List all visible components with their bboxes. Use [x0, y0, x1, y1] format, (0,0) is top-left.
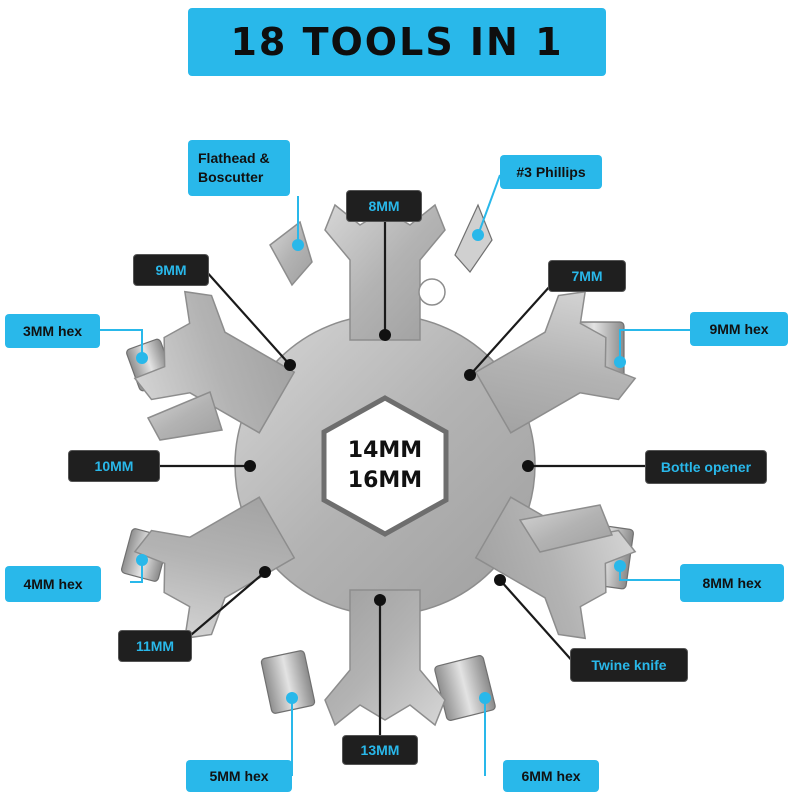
label-7mm: 7MM: [548, 260, 626, 292]
label-flathead-boscutter: Flathead & Boscutter: [188, 140, 290, 196]
label-9mm: 9MM: [133, 254, 209, 286]
label-9mm-hex: 9MM hex: [690, 312, 788, 346]
center-label-16mm: 16MM: [347, 468, 423, 493]
center-label-14mm: 14MM: [347, 438, 423, 463]
label-8mm: 8MM: [346, 190, 422, 222]
page-title: 18 TOOLS IN 1: [188, 8, 606, 76]
label-6mm-hex: 6MM hex: [503, 760, 599, 792]
label-phillips: #3 Phillips: [500, 155, 602, 189]
pointer-dots: [244, 329, 534, 606]
label-5mm-hex: 5MM hex: [186, 760, 292, 792]
label-11mm: 11MM: [118, 630, 192, 662]
label-3mm-hex: 3MM hex: [5, 314, 100, 348]
label-8mm-hex: 8MM hex: [680, 564, 784, 602]
label-bottle-opener: Bottle opener: [645, 450, 767, 484]
label-twine-knife: Twine knife: [570, 648, 688, 682]
label-13mm: 13MM: [342, 735, 418, 765]
center-hex-cutout: [321, 395, 449, 537]
label-4mm-hex: 4MM hex: [5, 566, 101, 602]
pointer-lines-blue: [100, 174, 690, 776]
center-hex-label: 14MM 16MM: [330, 436, 440, 496]
label-10mm: 10MM: [68, 450, 160, 482]
pointer-dots-blue: [136, 229, 626, 704]
pointer-lines: [160, 220, 645, 744]
